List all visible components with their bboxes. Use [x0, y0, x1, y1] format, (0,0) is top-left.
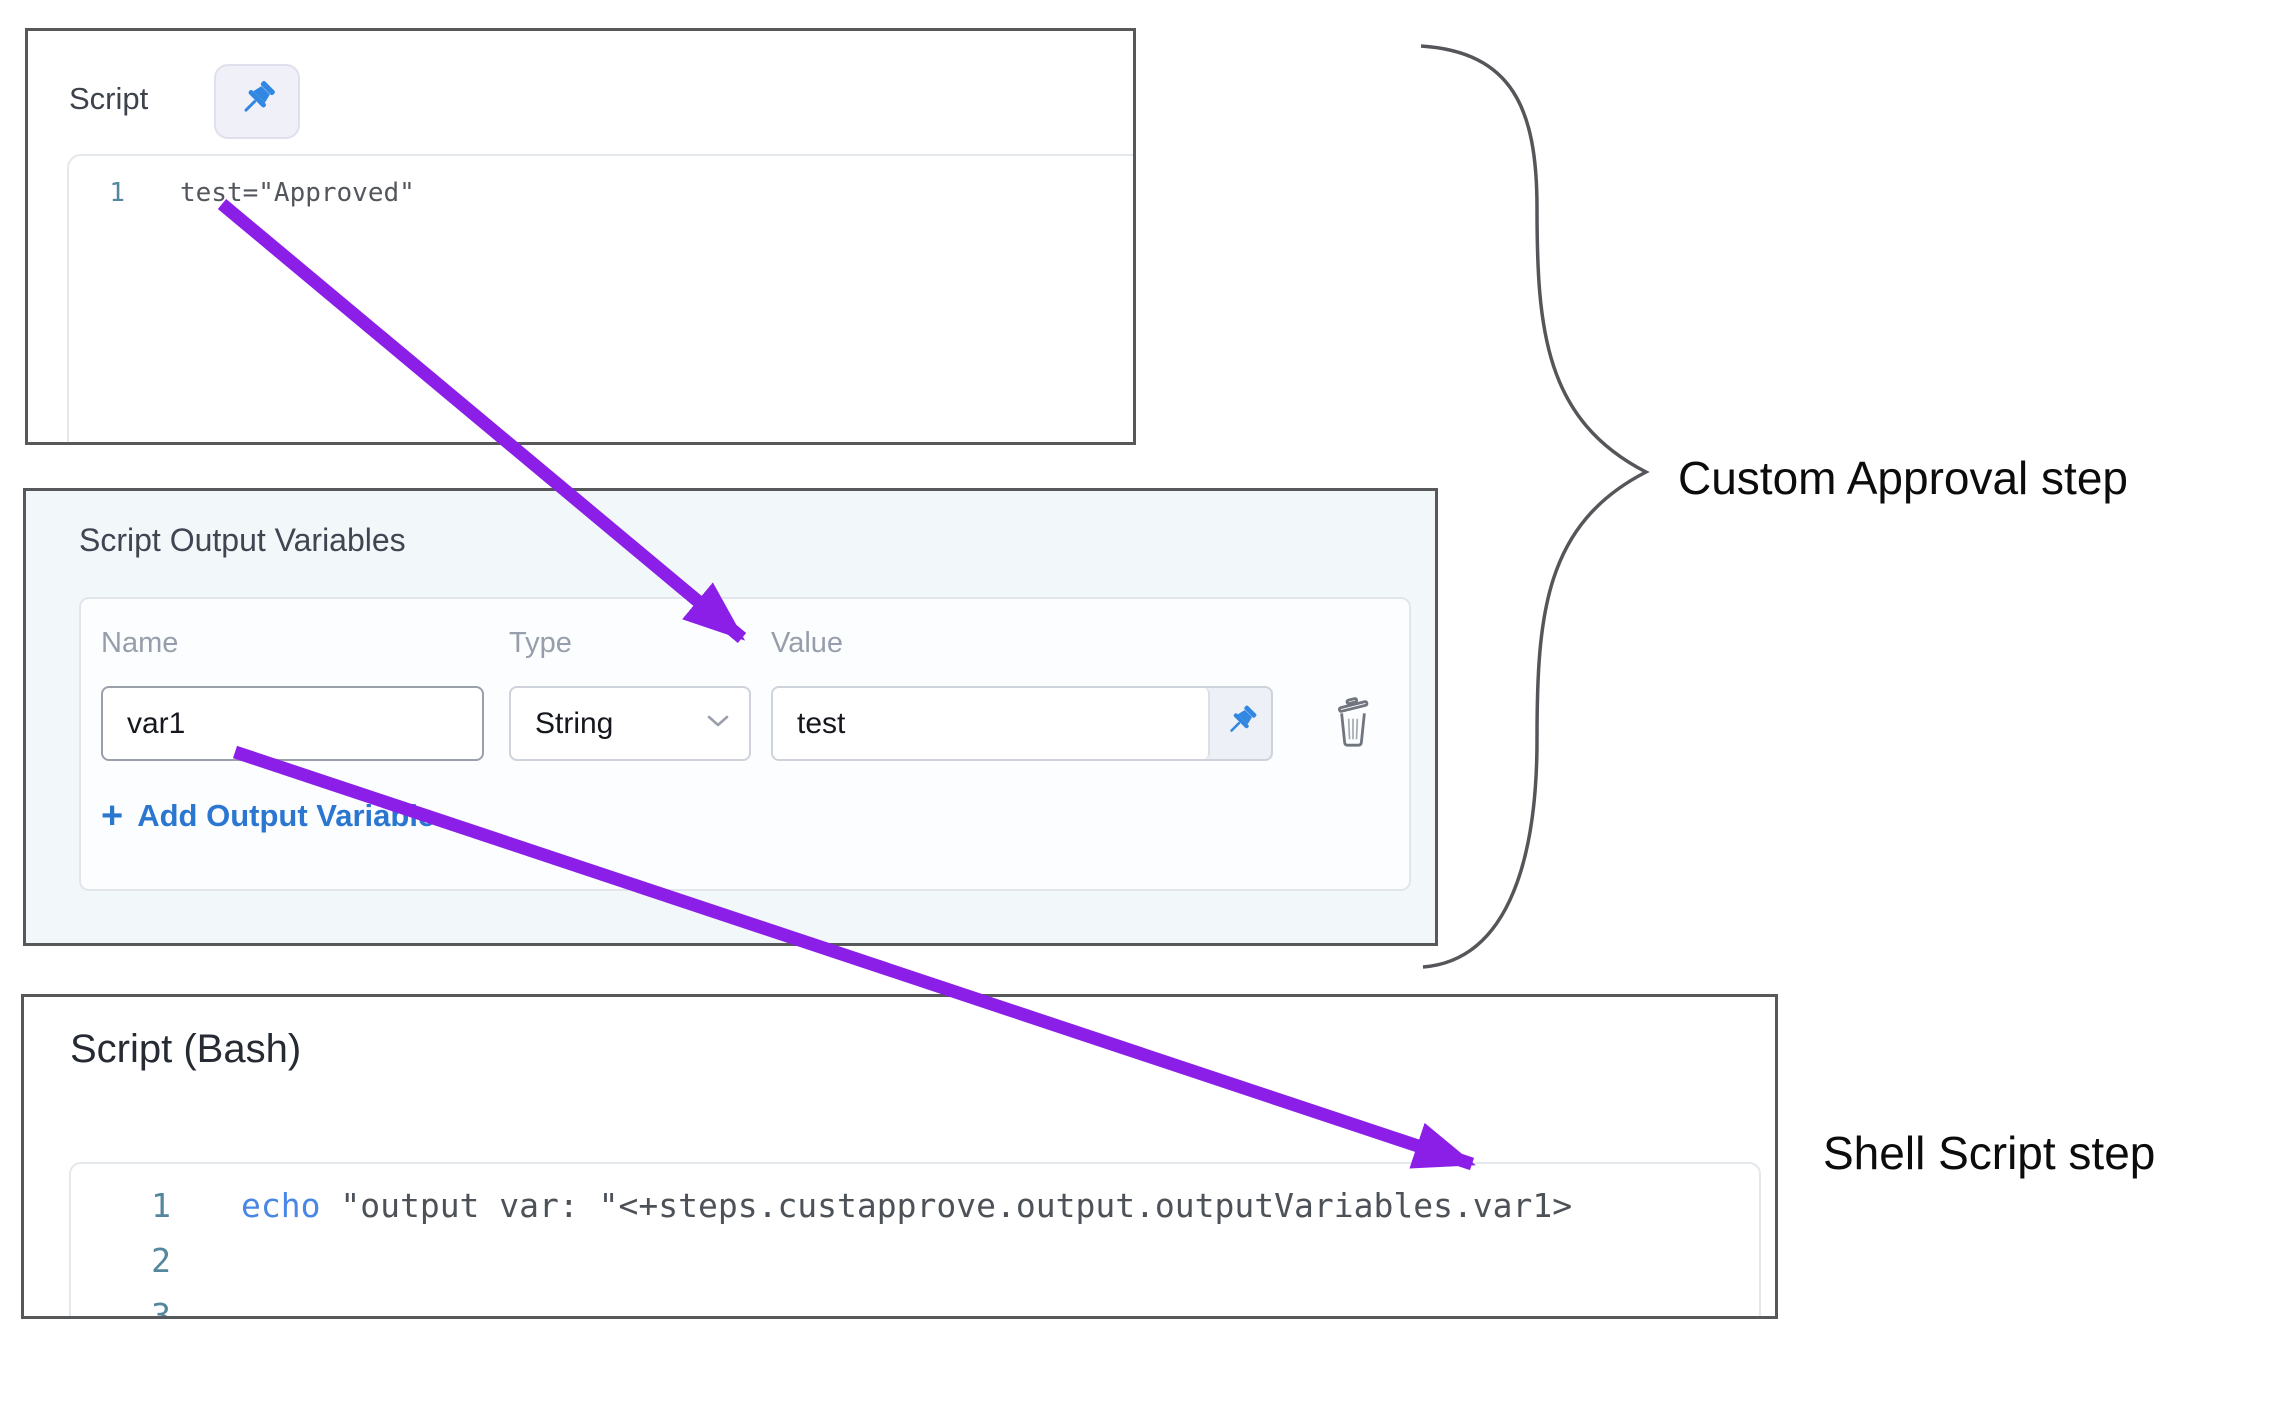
code-rest: "output var: "<+steps.custapprove.output… — [320, 1186, 1573, 1225]
custom-approval-step-label: Custom Approval step — [1678, 452, 2129, 504]
name-column-label: Name — [101, 627, 179, 659]
line-number: 1 — [109, 178, 125, 208]
line-number: 1 — [151, 1186, 171, 1225]
code-text — [191, 1233, 241, 1288]
script-pin-button[interactable] — [214, 64, 300, 139]
add-output-variable-label: Add Output Variable — [137, 798, 436, 833]
add-output-variable-button[interactable]: + Add Output Variable — [101, 797, 435, 835]
variable-type-value: String — [535, 706, 614, 740]
line-number: 2 — [151, 1241, 171, 1280]
script-code-editor[interactable]: 1 test="Approved" — [67, 154, 1133, 442]
variable-name-input[interactable] — [101, 686, 484, 761]
code-line: 1 test="Approved" — [69, 173, 1133, 213]
bash-code-editor[interactable]: 1 echo "output var: "<+steps.custapprove… — [69, 1162, 1761, 1319]
script-panel-title: Script — [69, 81, 149, 116]
value-pin-button[interactable] — [1210, 688, 1271, 759]
code-line: 1 echo "output var: "<+steps.custapprove… — [71, 1178, 1759, 1233]
shell-script-step-label: Shell Script step — [1823, 1127, 2156, 1179]
code-text: test="Approved" — [180, 178, 415, 208]
code-line: 2 — [71, 1233, 1759, 1288]
script-bash-title: Script (Bash) — [70, 1027, 302, 1071]
echo-keyword: echo — [241, 1186, 321, 1225]
variable-value-field — [771, 686, 1273, 761]
output-variables-title: Script Output Variables — [79, 522, 406, 558]
value-column-label: Value — [771, 627, 844, 659]
variable-value-input[interactable] — [773, 688, 1210, 759]
code-text — [191, 1288, 241, 1316]
variable-type-select[interactable]: String — [509, 686, 751, 761]
code-text: echo "output var: "<+steps.custapprove.o… — [191, 1178, 1572, 1233]
delete-variable-button[interactable] — [1331, 695, 1375, 751]
script-output-variables-panel: Script Output Variables Name Type Value … — [23, 488, 1438, 946]
chevron-down-icon — [707, 714, 729, 733]
output-variables-form: Name Type Value String — [79, 597, 1411, 891]
line-number: 3 — [151, 1296, 171, 1319]
script-bash-panel: Script (Bash) 1 echo "output var: "<+ste… — [21, 994, 1778, 1319]
code-line: 3 — [71, 1288, 1759, 1319]
trash-icon — [1333, 696, 1373, 751]
type-column-label: Type — [509, 627, 572, 659]
curly-brace — [1420, 44, 1650, 969]
plus-icon: + — [101, 795, 124, 837]
pushpin-icon — [1223, 703, 1259, 744]
script-panel: Script 1 test="Approved" — [25, 28, 1136, 445]
pushpin-icon — [236, 78, 278, 125]
